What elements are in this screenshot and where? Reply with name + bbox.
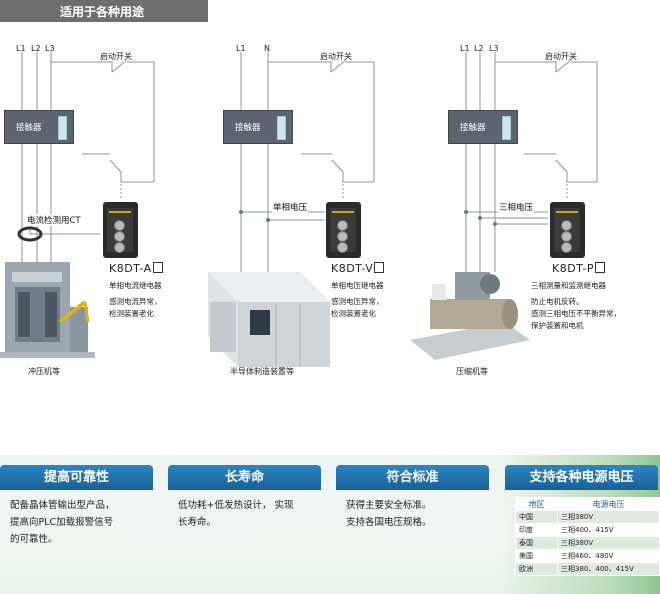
contactor-1: 接触器 [4, 110, 74, 144]
three-phase-label: 三相电压 [498, 201, 535, 213]
start-switch-label: 启动开关 [100, 52, 132, 61]
compressor-illustration [410, 272, 530, 360]
wire-label-l2: L2 [31, 44, 41, 53]
section-title-tab: 适用于各种用途 [0, 0, 208, 22]
wire-label-l1: L1 [236, 44, 246, 53]
relay-type: 单相电压继电器 [331, 281, 384, 290]
table-row: 印度三相400、415V [515, 523, 660, 537]
relay-description: 防止电机反转。感测三相电压不平衡异常，保护装置和电机 [531, 297, 621, 330]
feature-text-standards: 获得主要安全标准。支持各国电压规格。 [346, 500, 432, 528]
relay-device-k8dt-p [550, 202, 585, 258]
table-row: 欧洲三相380、400、415V [515, 562, 660, 576]
machine-caption: 半导体制造装置等 [230, 367, 294, 376]
contactor-3: 接触器 [448, 110, 518, 144]
press-machine-illustration [0, 262, 95, 358]
table-row: 中国三相380V [515, 510, 660, 524]
col-header-voltage: 电源电压 [557, 497, 660, 511]
machine-caption: 压缩机等 [456, 367, 488, 376]
model-k8dt-v: K8DT-V [331, 262, 385, 275]
feature-title-reliability: 提高可靠性 [0, 465, 153, 490]
wire-label-n: N [264, 44, 270, 53]
start-switch-label: 启动开关 [320, 52, 352, 61]
feature-title-long-life: 长寿命 [168, 465, 321, 490]
relay-device-k8dt-a [103, 202, 138, 258]
col-header-region: 地区 [515, 497, 558, 511]
table-row: 泰国三相380V [515, 536, 660, 550]
ct-ring [17, 226, 43, 242]
wire-label-l3: L3 [45, 44, 55, 53]
ct-label: 电流检测用CT [26, 214, 82, 226]
feature-title-standards: 符合标准 [336, 465, 489, 490]
feature-title-power-voltage: 支持各种电源电压 [505, 465, 658, 490]
semiconductor-equipment-illustration [208, 272, 330, 367]
relay-type: 三相测量和监测继电器 [531, 281, 606, 290]
contactor-label: 接触器 [460, 123, 486, 133]
section-title: 适用于各种用途 [60, 5, 145, 19]
contactor-2: 接触器 [223, 110, 293, 144]
contactor-label: 接触器 [16, 123, 42, 133]
wire-label-l3: L3 [489, 44, 499, 53]
power-voltage-table: 地区 电源电压 中国三相380V 印度三相400、415V 泰国三相380V 美… [515, 497, 660, 576]
relay-description: 感测电压异常，检测装置老化 [331, 297, 384, 318]
single-phase-label: 单相电压 [272, 201, 309, 213]
machine-caption: 冲压机等 [28, 367, 60, 376]
wire-label-l1: L1 [460, 44, 470, 53]
relay-device-k8dt-v [326, 202, 361, 258]
start-switch-label: 启动开关 [545, 52, 577, 61]
table-row: 美国三相460、480V [515, 549, 660, 563]
feature-text-reliability: 配备晶体管输出型产品，提高向PLC加载报警信号的可靠性。 [10, 500, 115, 545]
model-k8dt-p: K8DT-P [552, 262, 605, 275]
wire-label-l2: L2 [474, 44, 484, 53]
feature-text-long-life: 低功耗+低发热设计， 实现长寿命。 [178, 500, 294, 528]
contactor-label: 接触器 [235, 123, 261, 133]
relay-type: 单相电流继电器 [109, 281, 162, 290]
table-header-row: 地区 电源电压 [515, 497, 660, 511]
model-k8dt-a: K8DT-A [109, 262, 163, 275]
relay-description: 感测电流异常，检测装置老化 [109, 297, 162, 318]
wire-label-l1: L1 [16, 44, 26, 53]
wiring-diagrams [0, 52, 598, 367]
